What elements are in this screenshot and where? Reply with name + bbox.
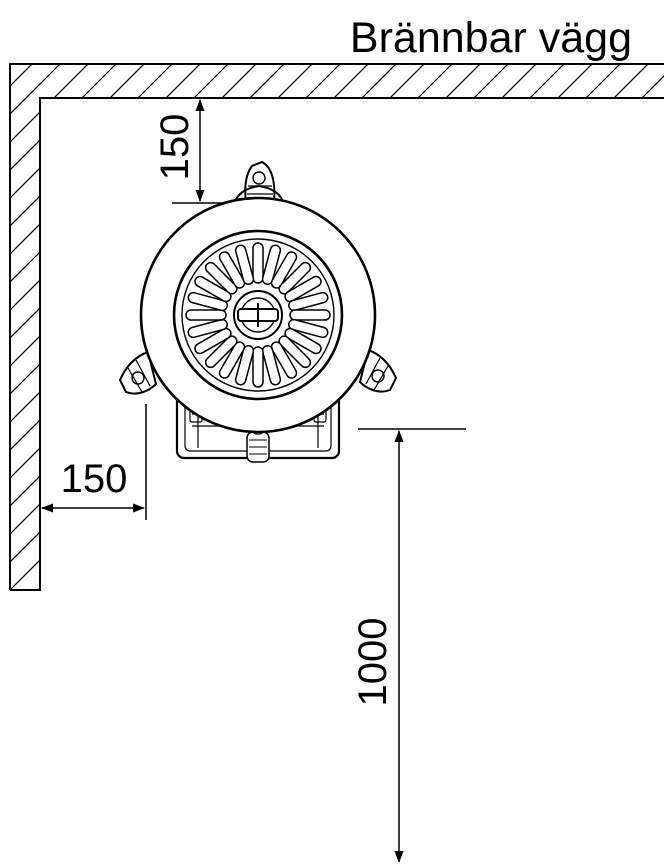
stove-center-handle <box>237 303 279 327</box>
front-clearance-dimension: 1000 <box>351 428 466 863</box>
stove-foot-top <box>233 160 285 206</box>
stove-foot-right <box>358 348 398 393</box>
side-clearance-label: 150 <box>61 457 128 501</box>
side-clearance-dimension: 150 <box>41 404 147 520</box>
stove-air-slots <box>185 242 331 388</box>
stove-top-view <box>118 160 398 463</box>
top-clearance-dimension: 150 <box>153 99 222 204</box>
front-clearance-label: 1000 <box>351 618 395 707</box>
stove-foot-left <box>118 350 158 395</box>
top-clearance-label: 150 <box>153 114 197 181</box>
wall-title: Brännbar vägg <box>350 14 632 62</box>
